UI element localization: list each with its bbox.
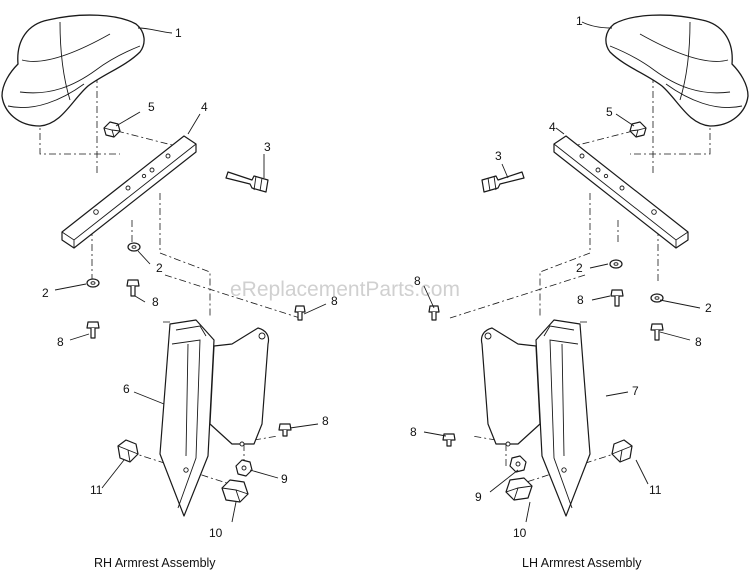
lh-hex-nut (611, 439, 633, 463)
rh-screw-mid (126, 279, 140, 297)
watermark-text: eReplacementParts.com (230, 278, 460, 301)
lh-callout-mount-bracket: 4 (549, 120, 556, 134)
rh-callout-lock-nut: 9 (281, 472, 288, 486)
lh-callout-nut: 5 (606, 105, 613, 119)
lh-callout-armrest-pad: 1 (576, 14, 583, 28)
rh-callouts: 1 5 4 3 2 2 8 8 8 8 6 9 10 11 (42, 26, 338, 540)
lh-callout-hex-nut: 11 (649, 483, 662, 497)
lh-nut (629, 121, 647, 138)
rh-hex-nut (117, 439, 139, 463)
rh-callout-armrest-pad: 1 (175, 26, 182, 40)
rh-bolt (225, 171, 269, 193)
rh-armrest-pad (1, 14, 145, 127)
rh-callout-screw-top: 8 (331, 294, 338, 308)
rh-flange-nut (221, 479, 249, 503)
rh-mount-bracket (61, 135, 197, 249)
rh-callout-screw-side: 8 (322, 414, 329, 428)
lh-screw-lower (650, 323, 664, 341)
lh-hidden-lines (449, 76, 711, 487)
lh-leaders (423, 21, 701, 523)
rh-callout-screw-lower: 8 (57, 335, 64, 349)
rh-screw-side (278, 423, 292, 437)
lh-callout-support-plate: 7 (632, 384, 639, 398)
rh-callout-washer-upper: 2 (156, 261, 163, 275)
rh-callout-nut: 5 (148, 100, 155, 114)
rh-washer-lower (86, 278, 100, 288)
lh-callout-washer-upper: 2 (576, 261, 583, 275)
rh-callout-screw-mid: 8 (152, 295, 159, 309)
lh-callout-screw-side: 8 (410, 425, 417, 439)
lh-screw-mid (610, 289, 624, 307)
lh-flange-nut (505, 477, 533, 501)
lh-callout-washer-lower: 2 (705, 301, 712, 315)
rh-screw-top (294, 305, 306, 321)
lh-armrest-pad (605, 14, 749, 127)
rh-lock-nut (235, 459, 253, 477)
rh-assembly-caption: RH Armrest Assembly (94, 556, 216, 570)
lh-callout-screw-lower: 8 (695, 335, 702, 349)
lh-mount-bracket (553, 135, 689, 249)
rh-callout-support-plate: 6 (123, 382, 130, 396)
lh-callouts: 1 5 4 3 2 2 8 8 8 8 7 9 10 11 (410, 14, 712, 540)
rh-leaders (54, 27, 327, 523)
rh-callout-mount-bracket: 4 (201, 100, 208, 114)
lh-screw-top (428, 305, 440, 321)
lh-callout-bolt: 3 (495, 149, 502, 163)
lh-washer-upper (609, 259, 623, 269)
rh-washer-upper (127, 242, 141, 252)
rh-screw-lower (86, 321, 100, 339)
rh-support-plate (159, 319, 270, 517)
lh-lock-nut (509, 455, 527, 473)
lh-callout-flange-nut: 10 (513, 526, 527, 540)
lh-callout-screw-mid: 8 (577, 293, 584, 307)
lh-callout-screw-top: 8 (414, 274, 421, 288)
rh-assembly: 1 5 4 3 2 2 8 8 8 8 6 9 10 11 RH Armrest… (1, 14, 338, 570)
rh-callout-hex-nut: 11 (90, 483, 103, 497)
lh-callout-lock-nut: 9 (475, 490, 482, 504)
rh-nut (103, 121, 121, 138)
lh-washer-lower (650, 293, 664, 303)
lh-assembly-caption: LH Armrest Assembly (522, 556, 642, 570)
lh-bolt (481, 171, 525, 193)
lh-support-plate (480, 319, 591, 517)
rh-callout-washer-lower: 2 (42, 286, 49, 300)
rh-callout-bolt: 3 (264, 140, 271, 154)
lh-screw-side (442, 433, 456, 447)
rh-callout-flange-nut: 10 (209, 526, 223, 540)
lh-assembly: 1 5 4 3 2 2 8 8 8 8 7 9 10 11 LH Armrest… (410, 14, 749, 570)
